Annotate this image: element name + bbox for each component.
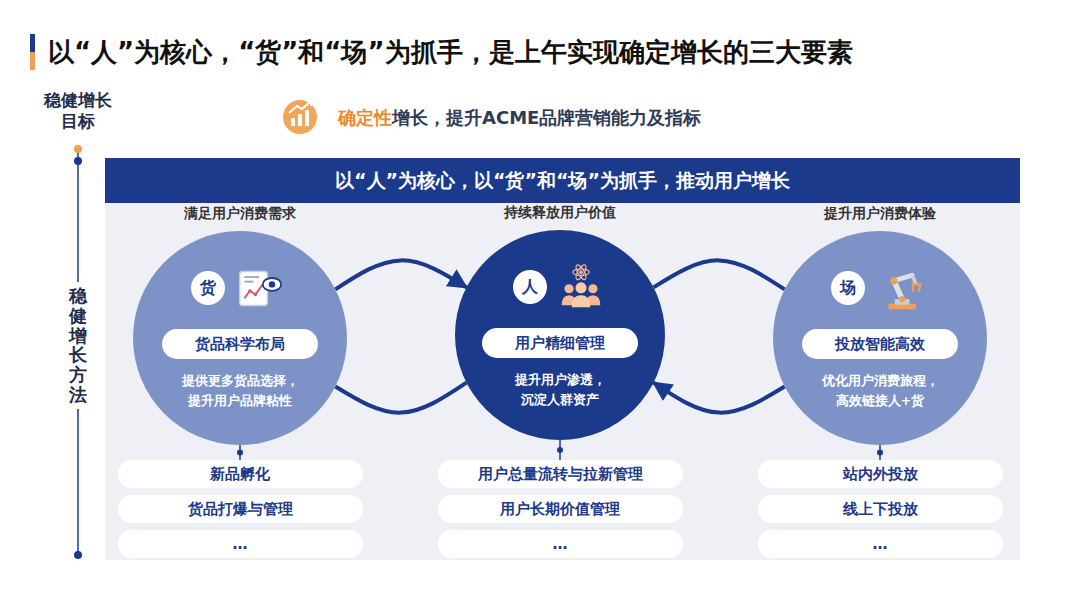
leader-dot [237, 450, 243, 456]
badge-circle: 人 [513, 270, 547, 304]
circle-body: 提升用户渗透， 沉淀人群资产 [490, 370, 630, 410]
badge-char: 场 [840, 278, 856, 299]
list-box: … [758, 530, 1003, 558]
list-box: 货品打爆与管理 [118, 495, 363, 523]
title-bar [30, 34, 35, 52]
pill-label: 投放智能高效 [835, 335, 925, 354]
banner-text: 以“人”为核心，以“货”和“场”为抓手，推动用户增长 [335, 168, 790, 194]
circle-body: 提供更多货品选择， 提升用户品牌粘性 [170, 371, 310, 411]
column-heading: 持续释放用户价值 [415, 203, 705, 221]
pillar-circle: 持续释放用户价值提升用户渗透， 沉淀人群资产人用户精细管理 [455, 230, 665, 440]
list-item-text: 用户总量流转与拉新管理 [478, 465, 643, 484]
pill-box: 用户精细管理 [482, 328, 638, 358]
leader-dot [557, 447, 563, 453]
growth-icon [283, 100, 317, 134]
list-item-text: … [553, 535, 568, 553]
badge-circle: 货 [191, 271, 225, 305]
pillar-circle: 满足用户消费需求提供更多货品选择， 提升用户品牌粘性货货品科学布局 [133, 231, 347, 445]
pillar-icon [240, 272, 281, 306]
method-label: 稳健增长方法 [69, 282, 87, 409]
circle-shape [133, 231, 347, 445]
list-box: 站内外投放 [758, 460, 1003, 488]
list-item-text: 新品孵化 [210, 465, 270, 484]
list-box: 用户长期价值管理 [438, 495, 683, 523]
pillar-icon [888, 275, 920, 309]
column-heading: 提升用户消费体验 [733, 204, 1027, 222]
title-bar [30, 52, 35, 70]
circle-shape [773, 231, 987, 445]
flow-arrow [335, 383, 466, 413]
goal-label: 稳健增长目标 [42, 90, 114, 132]
list-item-text: 用户长期价值管理 [500, 500, 620, 519]
circle-shape [455, 230, 665, 440]
flow-arrow [654, 383, 785, 413]
circle-body: 优化用户消费旅程， 高效链接人+货 [810, 371, 950, 411]
flow-arrow [335, 260, 466, 289]
diagram-title: 以“人”为核心，“货”和“场”为抓手，是上午实现确定增长的三大要素 [48, 33, 853, 71]
pill-label: 货品科学布局 [195, 335, 285, 354]
badge-char: 人 [522, 277, 538, 298]
list-item-text: 货品打爆与管理 [188, 500, 293, 519]
list-box: … [118, 530, 363, 558]
highlight-text: 确定性 [338, 106, 392, 130]
list-box: 线上下投放 [758, 495, 1003, 523]
banner: 以“人”为核心，以“货”和“场”为抓手，推动用户增长 [105, 158, 1020, 203]
badge-char: 货 [200, 278, 216, 299]
list-item-text: 站内外投放 [843, 465, 918, 484]
list-item-text: … [873, 535, 888, 553]
list-box: 用户总量流转与拉新管理 [438, 460, 683, 488]
pill-label: 用户精细管理 [515, 334, 605, 353]
leader-dot [877, 450, 883, 456]
goal-text: 增长，提升ACME品牌营销能力及指标 [392, 106, 701, 130]
list-box: … [438, 530, 683, 558]
pillar-circle: 提升用户消费体验优化用户消费旅程， 高效链接人+货场投放智能高效 [773, 231, 987, 445]
pill-box: 货品科学布局 [162, 329, 318, 359]
list-item-text: 线上下投放 [843, 500, 918, 519]
list-item-text: … [233, 535, 248, 553]
list-box: 新品孵化 [118, 460, 363, 488]
column-heading: 满足用户消费需求 [93, 204, 387, 222]
flow-arrow [654, 260, 785, 289]
badge-circle: 场 [831, 271, 865, 305]
pillar-icon [562, 263, 601, 307]
pill-box: 投放智能高效 [802, 329, 958, 359]
